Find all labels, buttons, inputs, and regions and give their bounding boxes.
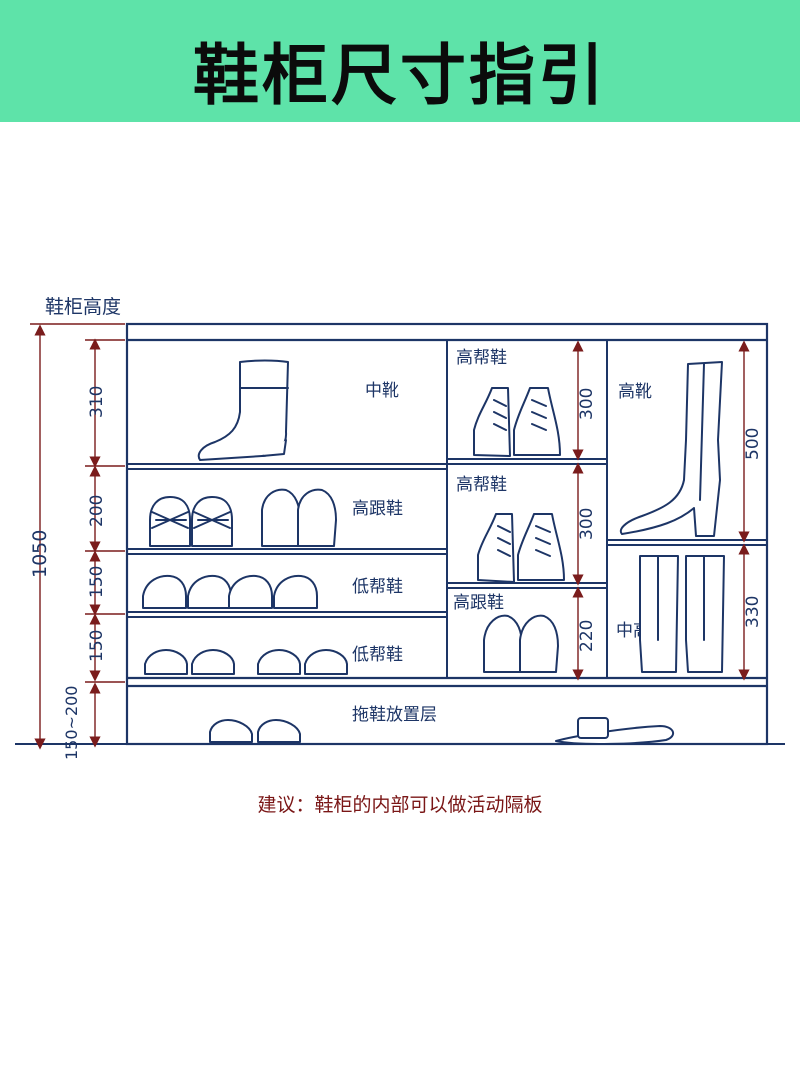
low-shoe-2c	[257, 649, 301, 675]
dim-150-b: 150	[87, 630, 107, 662]
tall-boot-drawing	[619, 361, 723, 537]
cabinet-partitions	[127, 340, 767, 678]
high-top-shoe-2b	[517, 513, 565, 581]
strappy-heel-left	[149, 496, 191, 547]
dim-mid-high-boot: 330	[743, 596, 763, 628]
high-top-laces-1	[493, 399, 547, 431]
dim-high-top-1: 300	[577, 388, 597, 420]
slipper-shoe-right	[257, 719, 301, 743]
total-height-dimension	[30, 323, 125, 750]
dim-150-a: 150	[87, 566, 107, 598]
mid-boot-heel	[261, 439, 287, 457]
label-high-heel-small: 高跟鞋	[453, 593, 504, 613]
low-shoe-2d	[304, 649, 348, 675]
small-pump-left	[483, 614, 523, 673]
sandal-drawing	[555, 725, 675, 745]
dim-high-top-2: 300	[577, 508, 597, 540]
pump-left	[261, 488, 301, 547]
advice-note: 建议：鞋柜的内部可以做活动隔板	[257, 794, 543, 816]
dim-tall-boot: 500	[743, 428, 763, 460]
label-high-heel-main: 高跟鞋	[352, 499, 403, 519]
dim-200: 200	[87, 495, 107, 527]
strappy-heel-right	[191, 496, 233, 547]
title-banner: 鞋柜尺寸指引	[0, 0, 800, 122]
low-shoe-1d	[273, 574, 318, 609]
label-mid-boot: 中靴	[365, 381, 399, 401]
dim-310: 310	[87, 386, 107, 418]
low-shoe-1b	[187, 574, 232, 609]
dim-150-200: 150~200	[62, 686, 81, 760]
small-pump-right	[519, 614, 559, 673]
label-slipper-layer: 拖鞋放置层	[352, 705, 437, 725]
total-height-value: 1050	[29, 530, 51, 578]
inner-dimensions	[572, 340, 750, 681]
high-top-shoe-2a	[477, 513, 515, 583]
low-shoe-1c	[228, 574, 273, 609]
strap-cross-right	[193, 511, 231, 529]
high-top-laces-2	[497, 525, 551, 557]
label-low-shoe-1: 低帮鞋	[352, 577, 403, 597]
page-title: 鞋柜尺寸指引	[193, 37, 607, 114]
total-height-title: 鞋柜高度	[45, 296, 121, 318]
slipper-shoe-left	[209, 719, 253, 743]
label-high-top-1: 高帮鞋	[456, 348, 507, 368]
low-shoe-1a	[142, 574, 187, 609]
high-top-shoe-1a	[473, 387, 511, 457]
tall-boot-seam	[699, 363, 705, 501]
label-tall-boot: 高靴	[618, 382, 652, 402]
label-high-top-2: 高帮鞋	[456, 475, 507, 495]
left-tier-dimensions	[85, 338, 125, 748]
sandal-strap	[577, 717, 609, 739]
high-top-shoe-1b	[513, 387, 561, 456]
label-low-shoe-2: 低帮鞋	[352, 645, 403, 665]
mid-boot-drawing	[197, 359, 289, 461]
low-shoe-2b	[191, 649, 235, 675]
strap-cross-left	[151, 511, 189, 529]
pump-right	[297, 488, 337, 547]
low-shoe-2a	[144, 649, 188, 675]
dim-high-heel-small: 220	[577, 620, 597, 652]
